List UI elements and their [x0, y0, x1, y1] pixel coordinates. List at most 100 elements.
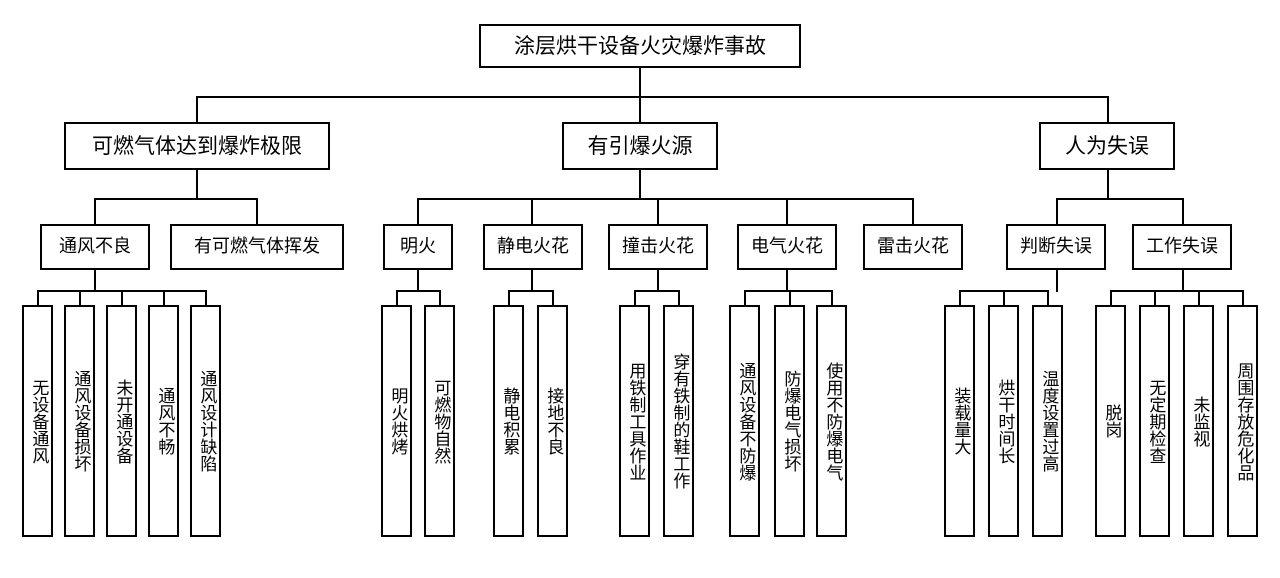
node-human-error[interactable]: 人为失误 [1039, 122, 1175, 170]
connector-gas-down [196, 170, 198, 200]
leaf-temperature-set-too-high[interactable]: 温度设置过高 [1032, 305, 1063, 537]
leaf-label: 未开通设备 [112, 378, 133, 464]
leaf-label: 通风设备损坏 [70, 370, 91, 472]
leaf-vent-equipment-not-explosionproof[interactable]: 通风设备不防爆 [729, 305, 760, 537]
node-label: 判断失误 [1020, 235, 1092, 257]
node-judgement-error[interactable]: 判断失误 [1006, 224, 1106, 270]
leaf-label: 使用不防爆电气 [822, 361, 843, 481]
connector-elec-leaf-2 [789, 290, 791, 306]
connector-human-child-1 [1056, 198, 1058, 224]
connector-static-bus [508, 290, 554, 292]
connector-elec-bus [744, 290, 833, 292]
connector-work-leaf-2 [1154, 290, 1156, 306]
leaf-label: 装载量大 [950, 387, 971, 455]
leaf-ventilation-blocked[interactable]: 通风不畅 [148, 305, 179, 537]
connector-ignition-child-1 [417, 198, 419, 224]
leaf-label: 周围存放危化品 [1233, 361, 1254, 481]
connector-ignition-child-2 [531, 198, 533, 224]
node-root-label: 涂层烘干设备火灾爆炸事故 [514, 33, 766, 58]
node-electrical-spark[interactable]: 电气火花 [737, 224, 837, 270]
leaf-label: 明火烘烤 [387, 387, 408, 455]
leaf-label: 通风设备不防爆 [735, 361, 756, 481]
leaf-leaving-post[interactable]: 脱岗 [1095, 305, 1126, 537]
connector-level1-right [1107, 96, 1109, 122]
leaf-combustible-self-ignition[interactable]: 可燃物自然 [424, 305, 455, 537]
connector-work-leaf-1 [1110, 290, 1112, 306]
leaf-static-accumulation[interactable]: 静电积累 [493, 305, 524, 537]
leaf-open-flame-baking[interactable]: 明火烘烤 [381, 305, 412, 537]
leaf-large-load[interactable]: 装载量大 [944, 305, 975, 537]
leaf-ventilation-design-defect[interactable]: 通风设计缺陷 [190, 305, 221, 537]
connector-judge-down [1056, 270, 1058, 292]
node-combustible-gas-limit[interactable]: 可燃气体达到爆炸极限 [64, 122, 330, 170]
connector-static-leaf-2 [552, 290, 554, 306]
leaf-label: 烘干时间长 [994, 378, 1015, 464]
leaf-hazardous-chemicals-stored-nearby[interactable]: 周围存放危化品 [1227, 305, 1258, 537]
leaf-poor-grounding[interactable]: 接地不良 [537, 305, 568, 537]
node-label: 撞击火花 [622, 235, 694, 257]
node-label: 静电火花 [497, 235, 569, 257]
node-work-error[interactable]: 工作失误 [1132, 224, 1232, 270]
leaf-ventilation-equipment-damaged[interactable]: 通风设备损坏 [64, 305, 95, 537]
node-ignition-source[interactable]: 有引爆火源 [562, 122, 718, 170]
connector-ignition-child-4 [786, 198, 788, 224]
connector-ignition-down [639, 170, 641, 200]
connector-judge-leaf-1 [959, 290, 961, 306]
connector-human-child-2 [1182, 198, 1184, 224]
leaf-label: 用铁制工具作业 [625, 361, 646, 481]
connector-flame-leaf-1 [396, 290, 398, 306]
node-poor-ventilation[interactable]: 通风不良 [40, 224, 150, 270]
leaf-label: 通风设计缺陷 [196, 370, 217, 472]
connector-flame-leaf-2 [439, 290, 441, 306]
connector-work-bus [1110, 290, 1244, 292]
node-lightning-spark[interactable]: 雷击火花 [863, 224, 963, 270]
connector-impact-leaf-2 [678, 290, 680, 306]
connector-vent-leaf-4 [163, 290, 165, 306]
leaf-label: 温度设置过高 [1038, 370, 1059, 472]
connector-flame-down [417, 270, 419, 292]
node-impact-spark[interactable]: 撞击火花 [608, 224, 708, 270]
leaf-equipment-not-turned-on[interactable]: 未开通设备 [106, 305, 137, 537]
connector-vent-down [94, 270, 96, 292]
node-label: 有可燃气体挥发 [194, 235, 320, 257]
connector-static-leaf-1 [508, 290, 510, 306]
node-root[interactable]: 涂层烘干设备火灾爆炸事故 [479, 24, 801, 68]
node-label: 有引爆火源 [587, 133, 693, 158]
leaf-label: 未监视 [1189, 395, 1210, 447]
node-static-spark[interactable]: 静电火花 [483, 224, 583, 270]
leaf-no-monitoring[interactable]: 未监视 [1183, 305, 1214, 537]
connector-level1-mid [639, 96, 641, 122]
connector-elec-down [786, 270, 788, 292]
leaf-no-ventilation-equipment[interactable]: 无设备通风 [22, 305, 53, 537]
connector-elec-leaf-1 [744, 290, 746, 306]
connector-vent-leaf-5 [205, 290, 207, 306]
node-label: 通风不良 [59, 235, 131, 257]
leaf-iron-tool-operation[interactable]: 用铁制工具作业 [619, 305, 650, 537]
leaf-label: 穿有铁制的鞋工作 [669, 353, 690, 489]
leaf-explosionproof-electric-damaged[interactable]: 防爆电气损坏 [774, 305, 805, 537]
connector-judge-leaf-3 [1047, 290, 1049, 306]
node-open-flame[interactable]: 明火 [383, 224, 453, 270]
connector-ignition-child-5 [912, 198, 914, 224]
node-label: 明火 [400, 235, 436, 257]
connector-ignition-bus [417, 198, 914, 200]
connector-vent-leaf-1 [37, 290, 39, 306]
leaf-label: 可燃物自然 [430, 378, 451, 464]
connector-impact-bus [634, 290, 680, 292]
leaf-using-non-explosionproof-electric[interactable]: 使用不防爆电气 [816, 305, 847, 537]
leaf-label: 防爆电气损坏 [780, 370, 801, 472]
connector-impact-leaf-1 [634, 290, 636, 306]
connector-work-down [1182, 270, 1184, 292]
connector-vent-leaf-2 [79, 290, 81, 306]
leaf-wearing-iron-shoes[interactable]: 穿有铁制的鞋工作 [663, 305, 694, 537]
leaf-long-drying-time[interactable]: 烘干时间长 [988, 305, 1019, 537]
connector-work-leaf-3 [1198, 290, 1200, 306]
leaf-label: 无定期检查 [1145, 378, 1166, 464]
node-label: 电气火花 [751, 235, 823, 257]
node-gas-evaporation[interactable]: 有可燃气体挥发 [170, 224, 344, 270]
leaf-no-regular-inspection[interactable]: 无定期检查 [1139, 305, 1170, 537]
connector-level1-left [196, 96, 198, 122]
connector-impact-down [657, 270, 659, 292]
node-label: 雷击火花 [877, 235, 949, 257]
